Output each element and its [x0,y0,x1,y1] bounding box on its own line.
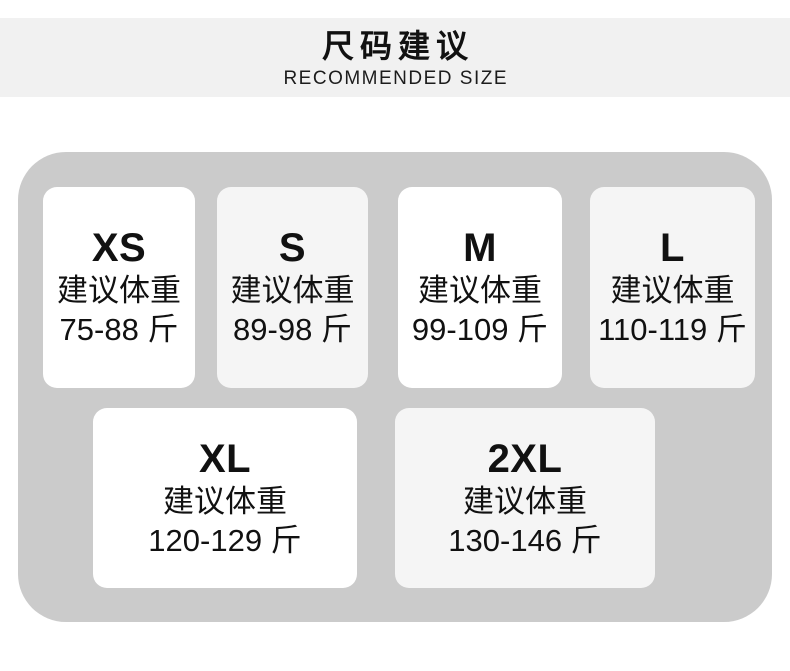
size-card-m: M 建议体重 99-109 斤 [398,187,562,388]
weight-range: 110-119 斤 [598,312,747,347]
size-card-xl: XL 建议体重 120-129 斤 [93,408,357,588]
page-subtitle: RECOMMENDED SIZE [283,68,509,89]
size-card-l: L 建议体重 110-119 斤 [590,187,755,388]
size-card-2xl: 2XL 建议体重 130-146 斤 [395,408,655,588]
size-label: L [660,226,685,270]
size-label: 2XL [487,436,563,481]
weight-note: 建议体重 [463,483,587,519]
page-title: 尺码建议 [321,28,474,64]
weight-note: 建议体重 [610,273,735,308]
weight-note: 建议体重 [57,273,181,308]
weight-range: 89-98 斤 [233,312,352,347]
size-label: M [463,226,497,270]
size-card-xs: XS 建议体重 75-88 斤 [43,187,195,388]
size-label: XL [198,436,252,481]
size-label: XS [91,226,147,270]
weight-range: 120-129 斤 [148,522,302,558]
weight-range: 75-88 斤 [59,312,179,347]
weight-range: 130-146 斤 [448,522,602,558]
weight-note: 建议体重 [230,273,355,308]
size-panel: XS 建议体重 75-88 斤 S 建议体重 89-98 斤 M 建议体重 99… [18,152,772,622]
size-card-s: S 建议体重 89-98 斤 [217,187,368,388]
weight-note: 建议体重 [163,483,287,519]
size-label: S [278,226,307,270]
weight-note: 建议体重 [418,273,542,308]
weight-range: 99-109 斤 [411,312,549,347]
header-band: 尺码建议 RECOMMENDED SIZE [0,18,790,97]
